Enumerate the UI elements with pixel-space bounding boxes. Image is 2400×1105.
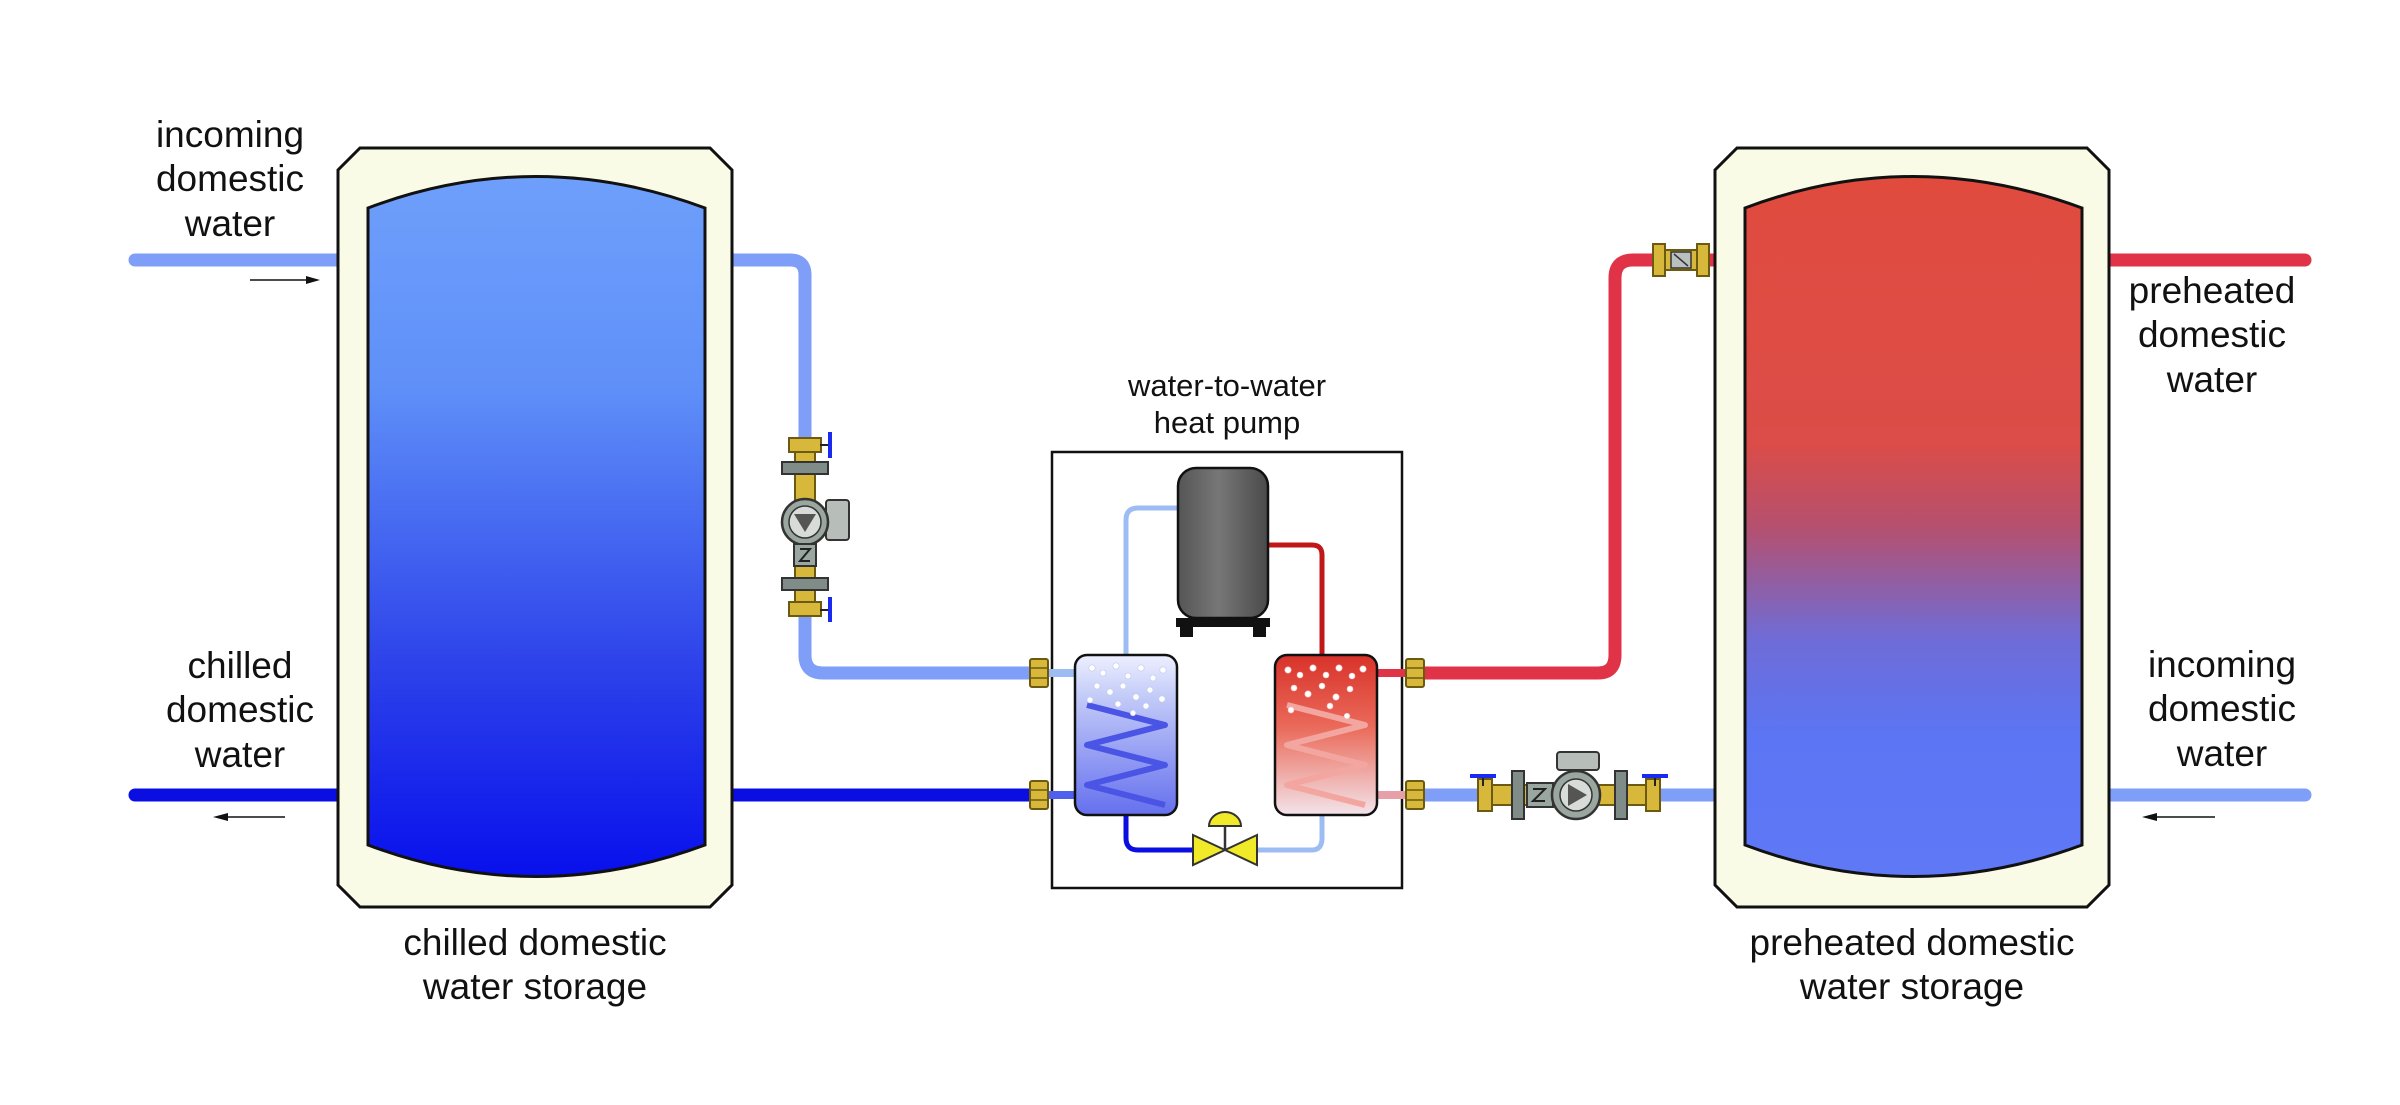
label-chilled-domestic-water: chilled domestic water [165, 645, 315, 775]
flow-arrow-chilled-left [213, 813, 285, 821]
flange-valve-top-right [1652, 243, 1710, 277]
pipe-condenser-to-preheated-tank [1415, 253, 1745, 680]
label-chilled-storage: chilled domestic water storage [403, 922, 667, 1008]
evaporator [1073, 653, 1179, 817]
circulator-pump-icon [794, 514, 816, 532]
preheated-storage-tank [1713, 146, 2111, 909]
label-incoming-domestic-water-right: incoming domestic water [2147, 644, 2297, 774]
flow-arrow-icon [306, 276, 320, 284]
pipe-chilled-tank-to-pump [700, 253, 1035, 680]
expansion-valve [1192, 811, 1258, 867]
flow-arrow-incoming-right [2142, 813, 2215, 821]
flow-arrow-incoming-left [250, 276, 320, 284]
label-preheated-storage: preheated domestic water storage [1749, 922, 2075, 1008]
circulator-pump-right [1470, 751, 1668, 821]
chilled-storage-tank [336, 146, 734, 909]
expansion-valve-icon [1207, 811, 1243, 827]
heat-pump-unit [1029, 450, 1425, 890]
condenser [1273, 653, 1379, 817]
check-valve-icon [797, 548, 813, 562]
compressor [1176, 466, 1270, 637]
compressor-icon [1176, 466, 1270, 620]
circulator-pump-left [780, 432, 850, 622]
label-incoming-domestic-water-left: incoming domestic water [155, 114, 305, 244]
label-heat-pump: water-to-water heat pump [1127, 368, 1327, 441]
label-preheated-domestic-water: preheated domestic water [2128, 270, 2296, 400]
